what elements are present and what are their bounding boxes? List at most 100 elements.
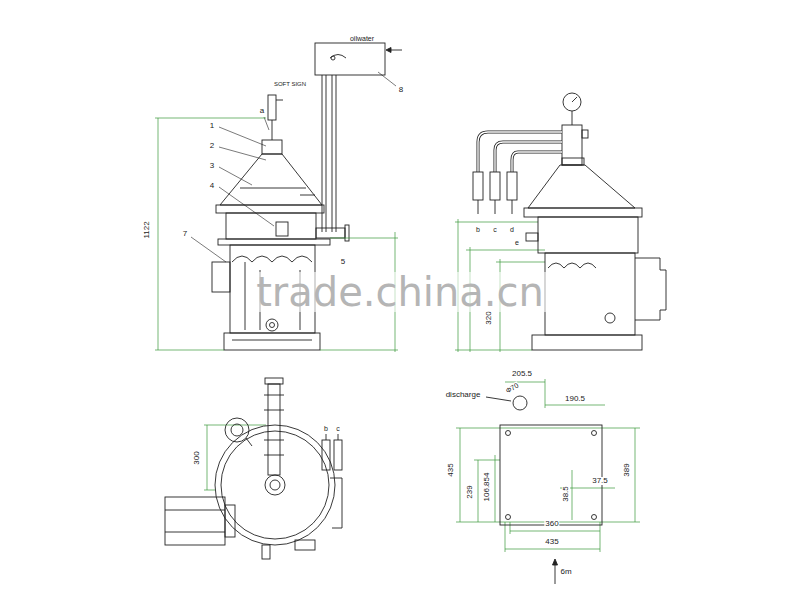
dimension-text: 360 bbox=[544, 520, 559, 528]
drawing-circle bbox=[266, 319, 278, 331]
dimension-text: 106.854 bbox=[483, 472, 491, 503]
dimension-text: 300 bbox=[193, 450, 201, 465]
drawing-line bbox=[264, 440, 284, 441]
drawing-rect bbox=[538, 217, 638, 253]
drawing-line bbox=[264, 395, 284, 396]
drawing-circle bbox=[225, 418, 249, 442]
drawing-line bbox=[505, 522, 506, 552]
callout-number: 2 bbox=[209, 142, 215, 150]
drawing-circle bbox=[563, 93, 581, 111]
drawing-rect bbox=[532, 335, 642, 350]
drawing-path bbox=[232, 256, 312, 262]
dimension-text: 239 bbox=[466, 484, 474, 499]
drawing-line bbox=[219, 147, 266, 160]
drawing-line bbox=[219, 167, 252, 185]
drawing-rect bbox=[262, 140, 282, 154]
drawing-line bbox=[572, 111, 573, 125]
plan-view bbox=[165, 378, 342, 559]
dimension-text: 320 bbox=[485, 310, 493, 325]
drawing-rect bbox=[225, 505, 235, 537]
drawing-rect bbox=[334, 440, 342, 470]
dimension-text: 190.5 bbox=[564, 395, 586, 403]
drawing-path bbox=[512, 152, 562, 172]
callout-number: 3 bbox=[209, 162, 215, 170]
drawing-rect bbox=[212, 262, 230, 292]
drawing-circle bbox=[506, 515, 511, 520]
drawing-path bbox=[478, 132, 562, 172]
drawing-line bbox=[635, 428, 636, 522]
drawing-rect bbox=[226, 213, 316, 239]
drawing-line bbox=[338, 434, 339, 440]
drawing-path bbox=[495, 142, 562, 172]
drawing-line bbox=[336, 75, 337, 232]
drawing-line bbox=[232, 340, 312, 341]
dimension-text: 37.5 bbox=[591, 477, 609, 485]
drawing-line bbox=[486, 397, 511, 401]
drawing-rect bbox=[165, 497, 225, 545]
drawing-circle bbox=[231, 424, 243, 436]
dimension-text: 389 bbox=[623, 462, 631, 477]
drawing-line bbox=[155, 118, 266, 119]
drawing-line bbox=[545, 379, 546, 408]
drawing-rect bbox=[295, 540, 315, 550]
drawing-rect bbox=[562, 158, 584, 165]
callout-number: e bbox=[514, 239, 520, 246]
drawing-line bbox=[455, 222, 538, 223]
note-text: oilwater bbox=[349, 35, 375, 42]
drawing-rect bbox=[322, 440, 330, 470]
leader-lines bbox=[191, 72, 396, 262]
drawing-line bbox=[264, 455, 284, 456]
drawing-rect bbox=[315, 43, 385, 75]
drawing-path bbox=[330, 478, 342, 528]
drawing-rect bbox=[262, 545, 270, 559]
drawing-rect bbox=[562, 125, 582, 165]
drawing-rect bbox=[526, 233, 538, 241]
drawing-line bbox=[155, 350, 224, 351]
drawing-line bbox=[512, 200, 513, 214]
drawing-circle bbox=[592, 515, 597, 520]
drawing-rect bbox=[524, 208, 642, 217]
drawing-line bbox=[495, 455, 496, 522]
drawing-line bbox=[240, 188, 306, 189]
drawing-circle bbox=[605, 313, 615, 323]
drawing-rect bbox=[507, 172, 517, 200]
dimension-text: Φ70 bbox=[504, 381, 521, 395]
callout-number: b bbox=[475, 226, 481, 233]
drawing-path bbox=[512, 152, 562, 172]
drawing-line bbox=[555, 564, 556, 584]
drawing-line bbox=[510, 522, 511, 534]
drawing-line bbox=[272, 120, 273, 140]
drawing-line bbox=[326, 75, 327, 232]
drawing-line bbox=[474, 460, 500, 461]
drawing-circle bbox=[265, 475, 285, 495]
dimension-text: 1122 bbox=[143, 220, 151, 239]
drawing-line bbox=[165, 510, 225, 511]
drawing-line bbox=[572, 470, 573, 520]
dimension-text: 435 bbox=[447, 462, 455, 477]
drawing-line bbox=[478, 200, 479, 214]
drawing-path bbox=[548, 263, 596, 268]
drawing-line bbox=[322, 75, 323, 232]
drawing-path bbox=[635, 258, 666, 320]
drawing-line bbox=[466, 250, 545, 251]
drawing-polygon bbox=[528, 165, 635, 208]
drawing-line bbox=[207, 425, 208, 490]
note-text: SOFT SIGN bbox=[273, 81, 307, 87]
drawing-line bbox=[246, 438, 252, 446]
drawing-rect bbox=[216, 205, 324, 213]
drawing-line bbox=[158, 118, 159, 350]
drawing-line bbox=[219, 187, 274, 226]
drawing-rect bbox=[345, 225, 349, 241]
callout-number: 8 bbox=[398, 86, 404, 94]
drawing-polygon bbox=[553, 559, 558, 565]
callout-number: d bbox=[509, 226, 515, 233]
drawing-line bbox=[600, 522, 601, 552]
drawing-rect bbox=[473, 172, 483, 200]
drawing-line bbox=[326, 434, 327, 440]
drawing-rect bbox=[218, 239, 330, 245]
drawing-rect bbox=[545, 253, 635, 335]
drawing-circle bbox=[221, 431, 329, 539]
drawing-rect bbox=[316, 228, 345, 238]
drawing-line bbox=[545, 405, 605, 406]
